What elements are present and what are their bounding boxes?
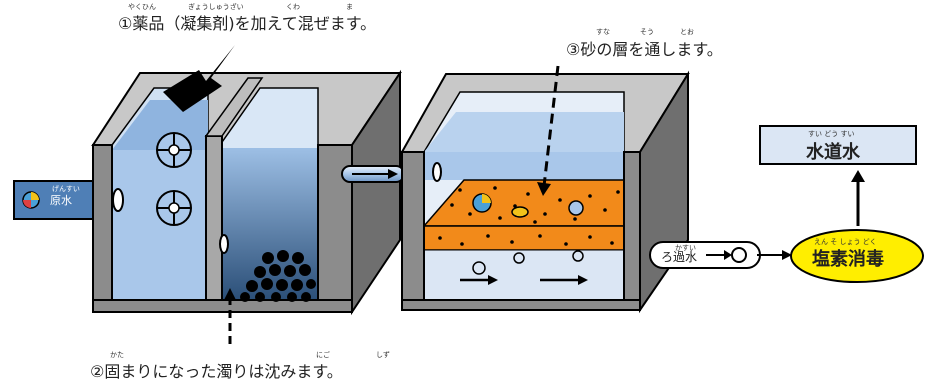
sand-dots bbox=[438, 186, 620, 246]
mixing-tank bbox=[91, 69, 402, 316]
mid-opening bbox=[219, 234, 229, 254]
up-arrow-icon bbox=[851, 170, 865, 226]
step3-label: ③砂の層を通します。 bbox=[566, 40, 723, 59]
tap-water-label: 水道水 bbox=[806, 142, 860, 163]
filtered-water-ruby: かすい bbox=[675, 244, 696, 252]
step2-ruby-a: かた bbox=[110, 351, 124, 359]
sediment-arrow bbox=[224, 288, 236, 344]
step1-ruby-a: やくひん bbox=[128, 3, 156, 11]
step3-ruby-a: すな bbox=[596, 28, 610, 36]
caught-particle-icon bbox=[472, 193, 584, 218]
chemical-arrow-icon bbox=[163, 45, 235, 112]
chlorine-ruby: えん そ しょう どく bbox=[814, 238, 877, 246]
sand-filter-tank bbox=[400, 70, 690, 314]
step3-ruby-c: とお bbox=[680, 28, 694, 36]
chlorine-label: 塩素消毒 bbox=[812, 249, 884, 270]
sand-arrow bbox=[537, 65, 560, 196]
mixer-upper-icon bbox=[156, 132, 192, 168]
filtered-water-node-icon bbox=[706, 247, 792, 263]
raw-water-ruby: げんすい bbox=[52, 185, 80, 193]
step1-label: ①薬品（凝集剤)を加えて混ぜます。 bbox=[118, 14, 377, 33]
raw-water-label: 原水 bbox=[50, 194, 72, 207]
step2-ruby-b: にご bbox=[316, 351, 330, 359]
chlorine-ellipse bbox=[790, 229, 924, 283]
mixer-lower-icon bbox=[156, 190, 192, 226]
sediment-balls bbox=[240, 250, 316, 302]
step2-label: ②固まりになった濁りは沈みます。 bbox=[90, 362, 343, 381]
step1-ruby-b: ぎょうしゅうざい bbox=[188, 3, 244, 11]
step2-ruby-c: しず bbox=[376, 351, 390, 359]
step1-ruby-c: くわ bbox=[286, 3, 300, 11]
raw-water-icon bbox=[22, 191, 40, 209]
filtered-water-label: ろ過水 bbox=[661, 250, 698, 264]
step1-ruby-d: ま bbox=[346, 3, 353, 11]
step3-ruby-b: そう bbox=[640, 28, 654, 36]
inlet-opening bbox=[112, 188, 124, 212]
tap-water-ruby: すい どう すい bbox=[808, 130, 855, 138]
tap-water-box bbox=[759, 125, 917, 165]
connecting-pipe bbox=[341, 165, 405, 183]
filtered-flow-arrows bbox=[460, 250, 588, 285]
filter-inlet-opening bbox=[432, 162, 442, 182]
